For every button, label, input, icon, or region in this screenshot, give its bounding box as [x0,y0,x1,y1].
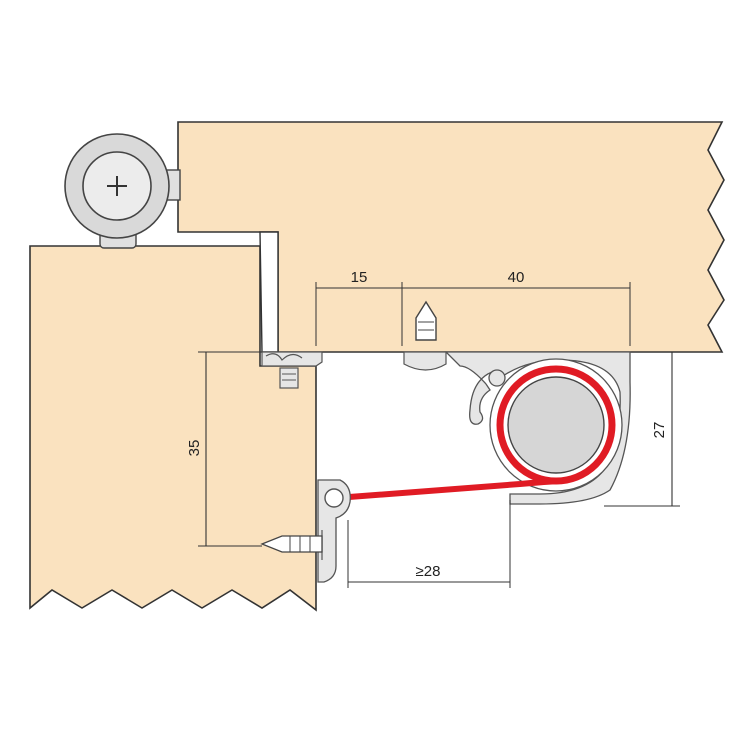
dimension-label-min-28: ≥28 [416,563,441,580]
dimension-min-28: ≥28 [347,500,511,588]
edge-channel [259,231,279,353]
dimension-40: 40 [402,269,631,346]
dimension-27: 27 [604,351,680,507]
profile-pivot [488,369,506,387]
hinge-knob [64,133,181,249]
dimension-label-40: 40 [508,269,525,286]
side-screw [260,535,323,553]
dimension-35: 35 [186,351,262,547]
dimension-label-27: 27 [651,422,668,439]
dimension-label-35: 35 [186,440,203,457]
plus-screw-icon [107,176,127,196]
red-cord [333,478,563,501]
hook-icon [317,479,351,583]
pin-icon [403,300,447,371]
dimension-label-15: 15 [351,269,368,286]
roller [489,358,623,492]
dimension-15: 15 [315,269,403,346]
corner-clip [261,351,323,389]
